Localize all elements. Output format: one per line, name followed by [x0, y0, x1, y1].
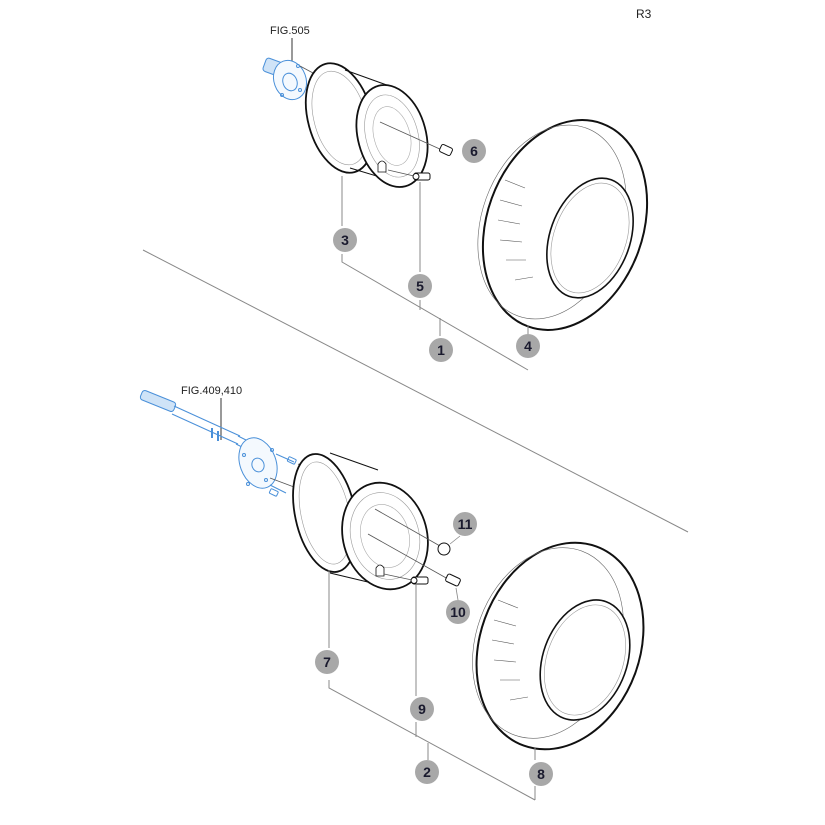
lug-bolt-icon [439, 143, 453, 157]
lug-nut-icon [437, 542, 451, 556]
callout-1[interactable]: 1 [429, 338, 453, 362]
lower-bracket-lines [328, 570, 536, 801]
lug-nut-leader [374, 508, 441, 547]
lower-assembly: FIG.409,410 [139, 385, 645, 801]
fig-505-label[interactable]: FIG.505 [270, 25, 310, 37]
axle-shaft-icon [139, 390, 297, 497]
callout-11[interactable]: 11 [453, 512, 477, 536]
svg-text:11: 11 [458, 516, 473, 532]
callout-10-leader [455, 587, 459, 601]
svg-text:1: 1 [437, 342, 445, 358]
svg-text:10: 10 [450, 604, 466, 620]
lug-bolt-icon [445, 573, 461, 587]
valve-stem-icon [410, 576, 429, 585]
callout-9[interactable]: 9 [410, 697, 434, 721]
hub-icon [262, 57, 308, 101]
rim-icon [292, 452, 429, 591]
upper-assembly: FIG.505 [262, 25, 649, 371]
rim-icon [304, 62, 429, 188]
tire-icon [472, 541, 645, 751]
callout-7[interactable]: 7 [315, 650, 339, 674]
upper-bracket-lines [341, 176, 529, 371]
svg-text:4: 4 [524, 338, 532, 354]
svg-text:2: 2 [423, 764, 431, 780]
callout-10[interactable]: 10 [446, 600, 470, 624]
sheet-id-label: R3 [636, 7, 652, 21]
callout-11-leader [449, 535, 461, 545]
callout-8[interactable]: 8 [529, 762, 553, 786]
svg-text:9: 9 [418, 701, 426, 717]
section-divider-line [142, 249, 689, 533]
svg-text:6: 6 [470, 143, 478, 159]
callout-4[interactable]: 4 [516, 334, 540, 358]
callout-5[interactable]: 5 [408, 274, 432, 298]
valve-stem-leader [387, 169, 415, 177]
valve-stem-icon [412, 172, 431, 181]
lug-bolt-leader [379, 121, 443, 151]
tire-icon [477, 119, 649, 331]
valve-stem-leader [383, 573, 413, 581]
lug-bolt-leader [367, 533, 449, 580]
callout-6[interactable]: 6 [462, 139, 486, 163]
svg-text:5: 5 [416, 278, 424, 294]
callout-3[interactable]: 3 [333, 228, 357, 252]
svg-text:3: 3 [341, 232, 349, 248]
svg-text:8: 8 [537, 766, 545, 782]
svg-text:7: 7 [323, 654, 331, 670]
fig-409-410-label[interactable]: FIG.409,410 [181, 385, 242, 397]
callout-2[interactable]: 2 [415, 760, 439, 784]
